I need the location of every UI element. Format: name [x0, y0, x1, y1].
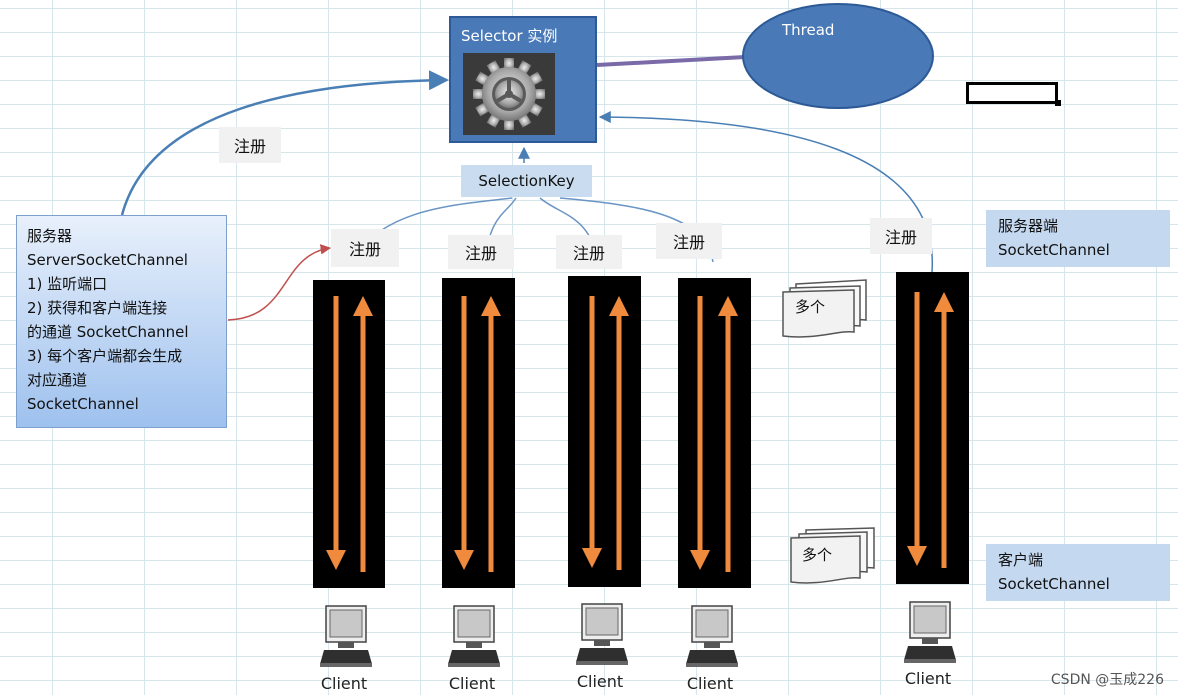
computer-icon — [576, 603, 628, 665]
client-side-line-1: 客户端 — [998, 551, 1044, 569]
channel-2 — [442, 278, 515, 588]
server-register-curve — [120, 70, 449, 216]
channel-3 — [568, 276, 641, 587]
selector-box: Selector 实例 — [449, 16, 597, 143]
server-channel-curve — [227, 244, 332, 321]
client-label-3: Client — [576, 672, 624, 691]
gear-icon — [473, 58, 545, 130]
server-line-8: SocketChannel — [27, 395, 139, 413]
server-line-7: 对应通道 — [27, 371, 88, 389]
computer-icon — [686, 605, 738, 667]
selector-thread-connector — [596, 55, 746, 67]
server-line-2: ServerSocketChannel — [27, 251, 188, 269]
server-line-4: 2) 获得和客户端连接 — [27, 299, 168, 317]
computer-icon — [904, 601, 956, 663]
client-side-label: 客户端 SocketChannel — [986, 544, 1170, 601]
thread-ellipse — [742, 3, 934, 109]
channel-3-register-label: 注册 — [556, 235, 622, 269]
client-label-2: Client — [448, 674, 496, 693]
client-label-5: Client — [904, 669, 952, 688]
server-line-5: 的通道 SocketChannel — [27, 323, 189, 341]
server-side-label: 服务器端 SocketChannel — [986, 210, 1170, 267]
selector-title: Selector 实例 — [461, 27, 558, 45]
selection-outline-box — [966, 82, 1058, 104]
many-label-bottom: 多个 — [802, 546, 833, 564]
watermark: CSDN @玉成226 — [1050, 672, 1164, 688]
client-label-4: Client — [686, 674, 734, 693]
computer-icon — [320, 605, 372, 667]
client-side-line-2: SocketChannel — [998, 575, 1110, 593]
server-side-line-1: 服务器端 — [998, 217, 1059, 235]
computer-icon — [448, 605, 500, 667]
channel-4-register-label: 注册 — [656, 223, 722, 259]
channel-1 — [313, 280, 385, 588]
client-label-1: Client — [320, 674, 368, 693]
channel-1-register-label: 注册 — [331, 229, 399, 267]
channel-2-register-label: 注册 — [448, 235, 514, 269]
channel-5-register-label: 注册 — [870, 218, 932, 254]
thread-label: Thread — [782, 21, 835, 39]
server-description-box: 服务器 ServerSocketChannel 1) 监听端口 2) 获得和客户… — [16, 215, 227, 428]
server-line-3: 1) 监听端口 — [27, 275, 108, 293]
channel-4 — [678, 278, 751, 588]
many-label-top: 多个 — [795, 298, 826, 316]
selection-outline-handle — [1055, 100, 1061, 106]
selectionkey-label: SelectionKey — [461, 165, 592, 197]
server-side-line-2: SocketChannel — [998, 241, 1110, 259]
gear-icon-wrapper — [463, 53, 555, 135]
many-documents-icon-bottom — [790, 527, 875, 584]
server-line-1: 服务器 — [27, 227, 73, 245]
register-label-top: 注册 — [219, 127, 281, 163]
many-documents-icon-top — [782, 279, 867, 338]
server-line-6: 3) 每个客户端都会生成 — [27, 347, 183, 365]
channel-5 — [896, 272, 969, 584]
